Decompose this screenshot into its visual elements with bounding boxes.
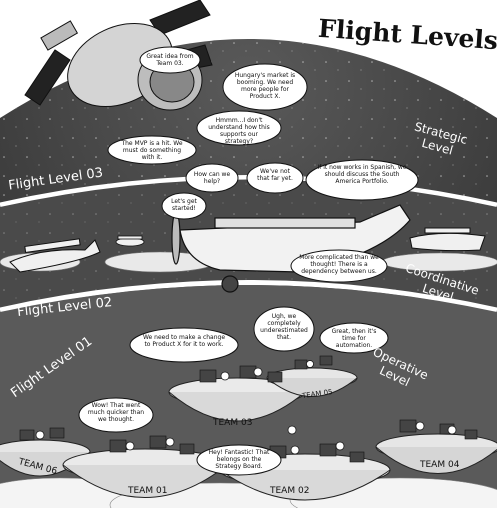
team-04-label: TEAM 04	[420, 460, 460, 470]
bubble-not-far	[246, 162, 304, 194]
airplane-right	[409, 227, 486, 252]
bubble-more-complicated-text: More complicated than we thought! There …	[299, 254, 379, 275]
bubble-spanish	[305, 159, 419, 201]
arc-separator-lower	[0, 280, 497, 313]
bubble-change-product-text: We need to make a change to Product X fo…	[142, 334, 226, 348]
bubble-how-help-text: How can we help?	[193, 171, 231, 185]
bubble-hmm	[196, 110, 282, 146]
team-02-label: TEAM 02	[270, 486, 310, 496]
team-01-label: TEAM 01	[128, 486, 168, 496]
bubble-great-idea-text: Great idea from Team 03.	[146, 53, 194, 67]
bubble-how-help	[185, 163, 239, 193]
bubble-automation-text: Great, then it's time for automation.	[331, 328, 377, 349]
workstations	[19, 355, 478, 463]
bubble-spanish-text: If it now works in Spanish, we should di…	[317, 164, 407, 185]
bubble-mvp-text: The MVP is a hit. We must do something w…	[121, 140, 183, 161]
people	[35, 360, 457, 455]
bubble-hungary	[222, 63, 308, 111]
team-platforms	[0, 367, 497, 501]
team-03-label: TEAM 03	[213, 418, 253, 428]
bubble-quicker-text: Wow! That went much quicker than we thou…	[87, 402, 145, 423]
airplane-left	[9, 238, 101, 273]
bubble-underestimated-text: Ugh, we completely underestimated that.	[260, 313, 308, 341]
bubble-change-product	[129, 327, 239, 363]
bubble-lets-start-text: Let's get started!	[171, 198, 197, 212]
bubble-hmm-text: Hmmm...I don't understand how this suppo…	[208, 117, 270, 145]
bubble-great-idea	[139, 46, 201, 74]
bubble-quicker	[78, 397, 154, 433]
bubble-mvp	[107, 135, 197, 165]
bubble-not-far-text: We've not that far yet.	[257, 168, 293, 182]
bubble-hungary-text: Hungary's market is booming. We need mor…	[234, 72, 296, 100]
airplane-small	[115, 235, 145, 247]
bubble-automation	[319, 322, 389, 354]
bubble-fantastic	[196, 444, 282, 476]
speech-bubbles	[78, 46, 419, 476]
bubble-more-complicated	[290, 249, 388, 283]
bubble-fantastic-text: Hey! Fantastic! That belongs on the Stra…	[208, 449, 270, 470]
bubble-lets-start	[161, 192, 207, 220]
bubble-underestimated	[253, 306, 315, 352]
